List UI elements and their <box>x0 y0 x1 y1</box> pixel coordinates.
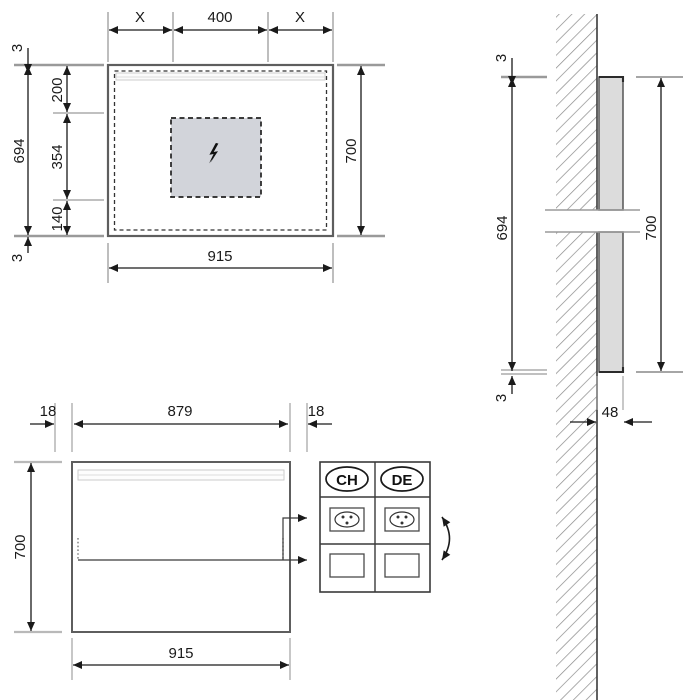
front-extension-lines-vertical <box>107 12 334 283</box>
dim-plan-879: 879 <box>167 403 192 420</box>
front-elevation-view: X 400 X 694 <box>9 9 385 283</box>
socket-header-ch-ellipse <box>325 466 369 492</box>
top-plan-view: 18 879 18 700 915 <box>12 403 332 680</box>
section-right-height-dimension: 700 <box>636 76 683 373</box>
plan-left-height-dimension: 700 <box>12 463 35 631</box>
dim-front-200: 200 <box>49 77 66 102</box>
dim-plan-700: 700 <box>12 534 29 559</box>
dim-plan-18-left: 18 <box>40 403 57 420</box>
socket-header-ch[interactable]: CH <box>325 466 369 492</box>
wall-section-view: 694 3 3 700 48 <box>493 14 683 700</box>
section-depth-dimension: 48 <box>570 376 652 426</box>
lightning-bolt-icon <box>209 143 219 164</box>
swiss-socket-icon[interactable] <box>329 507 365 532</box>
dim-front-gap-top-3: 3 <box>9 44 26 52</box>
section-wall-hatching <box>556 14 597 700</box>
dim-front-x-right: X <box>295 9 305 26</box>
socket-header-de-label: DE <box>392 472 413 489</box>
front-bottom-width-dimension: 915 <box>109 248 332 272</box>
dim-front-694: 694 <box>11 138 28 163</box>
plan-body-outline <box>71 461 291 633</box>
dim-front-gap-bottom-3: 3 <box>9 254 26 262</box>
front-top-light-band <box>115 72 326 81</box>
front-panel-outline <box>106 63 335 238</box>
dim-front-700: 700 <box>343 138 360 163</box>
dim-front-915: 915 <box>207 248 232 265</box>
plan-top-dimension-chain: 18 879 18 <box>30 403 332 428</box>
socket-header-de[interactable]: DE <box>380 466 424 492</box>
dim-front-140: 140 <box>49 206 66 231</box>
front-inner-dashed-outline <box>113 70 328 231</box>
blank-plate-icon-ch[interactable] <box>329 553 365 578</box>
socket-header-ch-label: CH <box>336 472 358 489</box>
socket-variant-table: CH DE <box>319 461 451 593</box>
dim-front-354: 354 <box>49 144 66 169</box>
dim-section-48: 48 <box>602 404 619 421</box>
schuko-socket-icon[interactable] <box>384 507 420 532</box>
section-left-height-dimension: 694 3 3 <box>493 54 516 402</box>
dim-section-gap-top-3: 3 <box>493 54 510 62</box>
dim-front-x-left: X <box>135 9 145 26</box>
dim-section-gap-bottom-3: 3 <box>493 394 510 402</box>
dim-front-400: 400 <box>207 9 232 26</box>
front-left-inner-dimension-chain: 200 354 140 <box>49 66 71 235</box>
front-top-dimension-chain: X 400 X <box>109 9 332 34</box>
plan-bottom-width-dimension: 915 <box>73 645 289 669</box>
front-right-height-dimension: 700 <box>337 63 385 238</box>
dim-section-694: 694 <box>494 215 511 240</box>
front-recess-box <box>170 117 262 198</box>
front-left-total-dimension: 694 3 3 <box>9 44 32 262</box>
plan-leader-lines <box>78 514 307 564</box>
dim-plan-18-right: 18 <box>308 403 325 420</box>
blank-plate-icon-de[interactable] <box>384 553 420 578</box>
plan-extension-lines <box>14 403 308 680</box>
section-panel-body <box>598 75 625 374</box>
double-curved-arrow-icon <box>441 516 451 561</box>
front-ext-lines-horizontal-thin <box>53 112 104 201</box>
socket-header-de-ellipse <box>380 466 424 492</box>
dim-section-700: 700 <box>643 215 660 240</box>
plan-top-trim-band <box>77 469 285 481</box>
section-break-lines <box>545 209 640 233</box>
dim-plan-915: 915 <box>168 645 193 662</box>
